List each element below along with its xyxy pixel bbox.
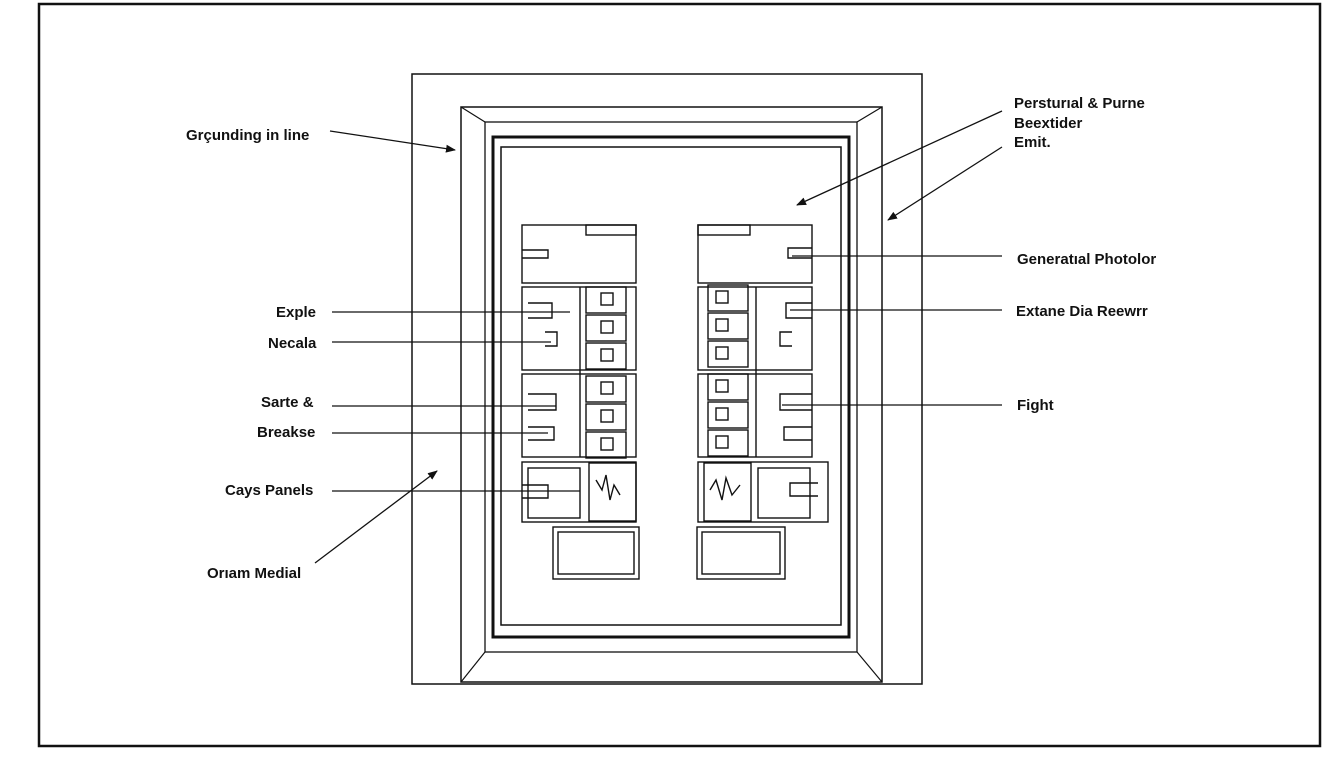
right-breaker-1-knob [715,290,729,304]
left-tab-breakse [528,426,555,441]
left-bottom-box-inner [557,531,635,575]
left-tab-exple [528,302,553,319]
left-bottom-box [552,526,640,580]
left-lower-inner [527,467,581,519]
bevel-frame [484,121,858,653]
label-cays-panels: Cays Panels [225,482,313,499]
bevel-corner-bl [460,651,486,683]
leader-lines [314,110,1003,564]
label-top-right-line3: Emit. [1014,134,1051,151]
panel-enclosure [411,73,923,685]
left-breaker-1 [585,286,627,314]
right-breaker-column [696,224,829,580]
right-breaker-6 [707,429,749,457]
door-frame-inner [500,146,842,626]
right-meter-squiggle [709,475,741,501]
right-bottom-box [696,526,786,580]
left-tab-necala [545,331,558,347]
right-breaker-1 [707,284,749,312]
left-breaker-2 [585,314,627,342]
label-top-right-line2: Beextider [1014,115,1083,132]
right-breaker-2 [707,312,749,340]
right-bottom-box-inner [701,531,781,575]
right-tab-fight [779,393,812,411]
label-breakse: Breakse [257,424,315,441]
label-oriam-medial: Orıam Medial [207,565,301,582]
right-bus-lower [697,373,813,458]
label-top-right-line1: Persturıal & Purne [1014,95,1145,112]
right-lower-block [697,461,829,523]
right-bus-upper [697,286,813,371]
label-exple: Exple [276,304,316,321]
left-breaker-5-knob [600,409,614,423]
right-breaker-5 [707,401,749,429]
left-breaker-4 [585,375,627,403]
label-extane: Extane Dia Reewrr [1016,303,1148,320]
left-top-block [521,224,637,284]
right-breaker-3-knob [715,346,729,360]
left-breaker-3 [585,342,627,370]
left-breaker-1-knob [600,292,614,306]
label-fight: Fight [1017,397,1054,414]
page-border [37,2,1322,748]
right-lower-inner [757,467,811,519]
label-necala: Necala [268,335,317,352]
right-tab-mid [779,331,792,347]
bevel-corner-br [856,651,883,683]
right-meter-box [703,462,752,522]
enclosure-outer-frame [411,73,923,685]
right-tab-extane [785,302,812,319]
left-breaker-4-knob [600,381,614,395]
left-breaker-2-knob [600,320,614,334]
left-breaker-6-knob [600,437,614,451]
right-breaker-6-knob [715,435,729,449]
leader-emit [887,146,1003,221]
right-tab-lower [783,426,812,441]
left-tab-sarte [528,393,557,411]
right-breaker-4-knob [715,379,729,393]
bevel-corner-tl [460,106,486,123]
left-breaker-column [521,224,640,580]
right-top-block [697,224,813,284]
left-meter-box [588,462,637,522]
left-top-tab [585,224,637,236]
right-breaker-2-knob [715,318,729,332]
right-breaker-3 [707,340,749,368]
left-breaker-3-knob [600,348,614,362]
left-breaker-6 [585,431,627,459]
left-top-connector [522,249,549,259]
bevel-corner-tr [856,106,883,123]
leader-grounding [329,130,456,153]
left-bus-lower [521,373,637,458]
enclosure-inner-frame [460,106,883,683]
leader-persturial [796,110,1003,206]
right-top-connector [787,247,812,259]
right-breaker-4 [707,373,749,401]
right-tab-bottom [789,482,818,497]
leader-oriam [314,470,438,564]
door-frame-outer [491,135,851,639]
left-breaker-5 [585,403,627,431]
right-top-tab [697,224,751,236]
label-generatial: Generatıal Photolor [1017,251,1156,268]
left-bus-upper [521,286,637,371]
label-grounding-line: Grçunding in line [186,127,309,144]
left-meter-squiggle [595,474,621,501]
right-breaker-5-knob [715,407,729,421]
label-sarte: Sarte & [261,394,314,411]
labels: Grçunding in line Persturıal & Purne Bee… [186,95,1156,582]
